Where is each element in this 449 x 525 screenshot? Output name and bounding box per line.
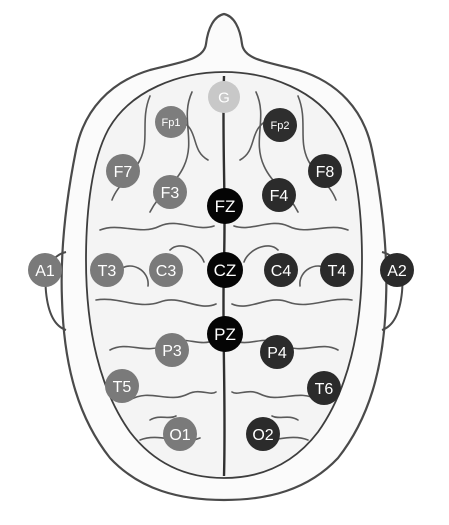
- electrode-pz: PZ: [207, 316, 243, 352]
- electrode-marker: [106, 154, 140, 188]
- electrode-marker: [155, 106, 187, 138]
- electrode-label: Fp1: [162, 117, 181, 129]
- electrode-label: O2: [252, 427, 273, 444]
- electrode-marker: [380, 253, 414, 287]
- electrode-p4: P4: [260, 335, 294, 369]
- electrode-marker: [307, 371, 341, 405]
- electrode-label: T4: [328, 263, 347, 280]
- electrode-marker: [28, 253, 62, 287]
- electrode-p3: P3: [155, 333, 189, 367]
- electrode-marker: [149, 253, 183, 287]
- electrode-marker: [163, 417, 197, 451]
- electrode-f3: F3: [153, 175, 187, 209]
- electrode-marker: [264, 253, 298, 287]
- electrode-f4: F4: [262, 178, 296, 212]
- electrode-label: F8: [316, 164, 335, 181]
- electrode-label: F3: [161, 185, 180, 202]
- electrode-marker: [208, 81, 240, 113]
- electrode-marker: [260, 335, 294, 369]
- electrode-label: T3: [98, 263, 117, 280]
- electrode-f7: F7: [106, 154, 140, 188]
- electrode-fp1: Fp1: [155, 106, 187, 138]
- electrode-label: CZ: [214, 261, 237, 280]
- electrode-marker: [207, 252, 243, 288]
- electrode-g: G: [208, 81, 240, 113]
- electrode-label: P3: [162, 343, 182, 360]
- electrode-f8: F8: [308, 154, 342, 188]
- electrode-label: G: [218, 89, 230, 106]
- electrode-marker: [207, 188, 243, 224]
- electrode-label: F7: [114, 164, 133, 181]
- electrode-marker: [207, 316, 243, 352]
- electrode-c3: C3: [149, 253, 183, 287]
- electrode-label: A1: [35, 263, 55, 280]
- electrode-label: C4: [271, 263, 292, 280]
- electrode-t5: T5: [105, 369, 139, 403]
- electrode-marker: [105, 369, 139, 403]
- electrode-fz: FZ: [207, 188, 243, 224]
- electrode-label: T6: [315, 381, 334, 398]
- electrode-label: A2: [387, 263, 407, 280]
- electrode-marker: [155, 333, 189, 367]
- electrode-c4: C4: [264, 253, 298, 287]
- electrode-marker: [90, 253, 124, 287]
- electrode-marker: [153, 175, 187, 209]
- electrode-o2: O2: [246, 417, 280, 451]
- electrode-a1: A1: [28, 253, 62, 287]
- electrode-label: F4: [270, 188, 289, 205]
- electrode-o1: O1: [163, 417, 197, 451]
- electrode-fp2: Fp2: [263, 108, 297, 142]
- electrode-cz: CZ: [207, 252, 243, 288]
- electrode-marker: [263, 108, 297, 142]
- electrode-label: T5: [113, 379, 132, 396]
- electrode-label: PZ: [214, 325, 236, 344]
- electrode-t3: T3: [90, 253, 124, 287]
- electrode-a2: A2: [380, 253, 414, 287]
- electrode-marker: [320, 253, 354, 287]
- electrode-label: FZ: [215, 197, 236, 216]
- electrode-label: C3: [156, 263, 177, 280]
- electrode-t6: T6: [307, 371, 341, 405]
- electrode-marker: [262, 178, 296, 212]
- electrode-label: P4: [267, 345, 287, 362]
- electrode-marker: [308, 154, 342, 188]
- electrode-label: O1: [169, 427, 190, 444]
- electrode-marker: [246, 417, 280, 451]
- electrode-label: Fp2: [271, 120, 290, 132]
- electrode-t4: T4: [320, 253, 354, 287]
